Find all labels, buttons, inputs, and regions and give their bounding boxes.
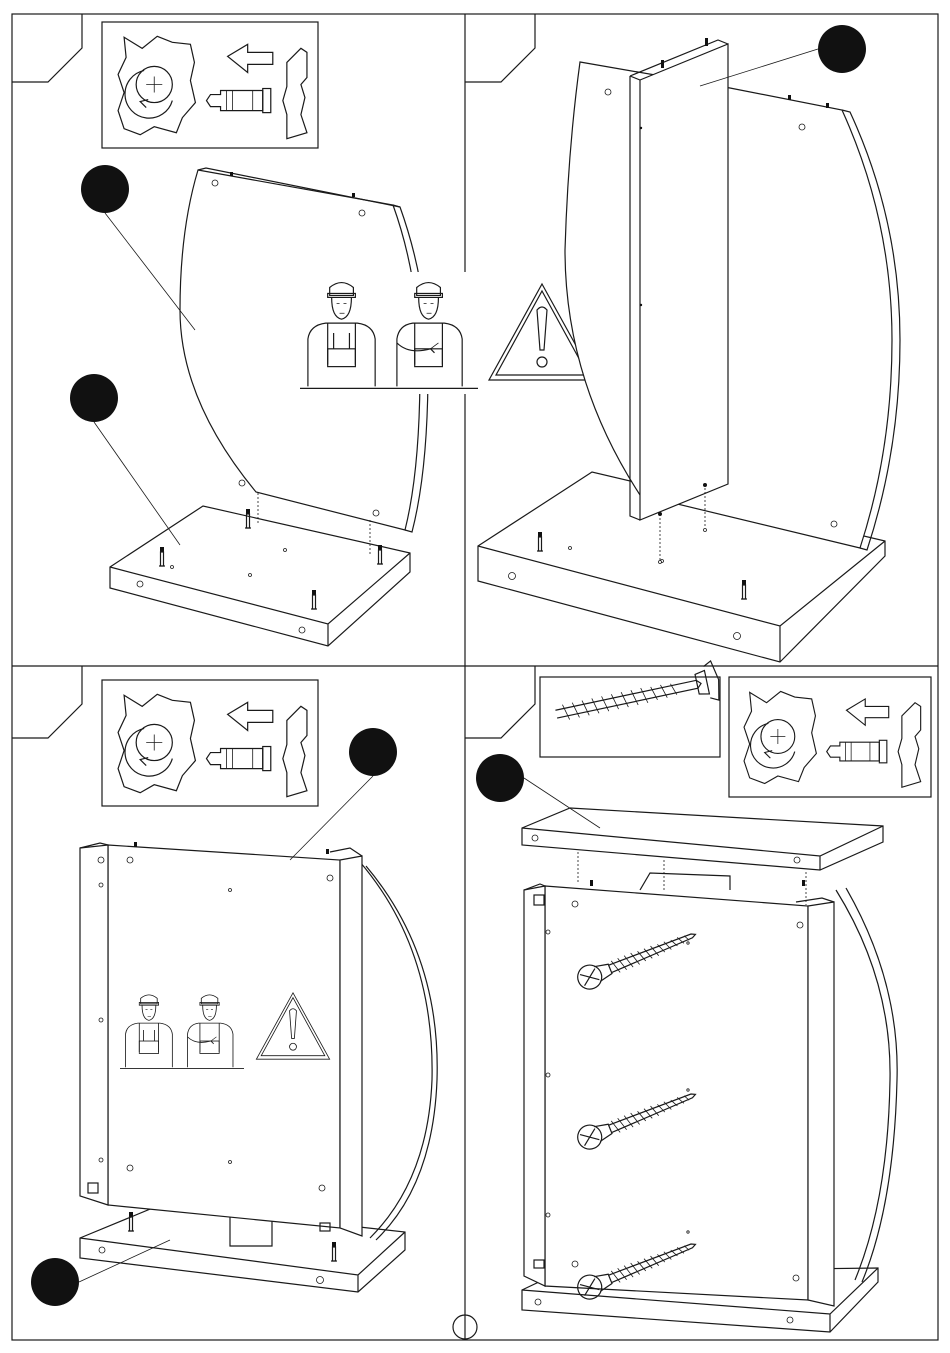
step-2-tab <box>465 14 535 82</box>
screwdriver-turn-icon <box>118 36 307 138</box>
step-1 <box>70 22 478 646</box>
confirmat-screw-icon <box>552 660 723 734</box>
screwdriver-turn-icon <box>118 694 307 796</box>
step-2 <box>478 25 900 662</box>
right-side-panel <box>808 902 834 1306</box>
step-3-tab <box>12 666 82 738</box>
top-panel <box>522 808 883 870</box>
screwdriver-turn-icon <box>744 691 921 787</box>
step-4 <box>476 660 931 1332</box>
right-side-panel <box>340 856 362 1236</box>
callout-4 <box>349 728 397 776</box>
callout-6 <box>476 754 524 802</box>
front-panel <box>545 886 808 1300</box>
left-side-panel <box>524 886 545 1286</box>
base-panel <box>110 506 410 646</box>
callout-5 <box>31 1258 79 1306</box>
callout-3 <box>818 25 866 73</box>
step-1-detail-box <box>102 22 318 148</box>
left-side-panel <box>80 845 108 1205</box>
step-4-detail-box <box>729 677 931 797</box>
callout-1 <box>81 165 129 213</box>
step-3-detail-box <box>102 680 318 806</box>
step-4-tab <box>465 666 535 738</box>
vertical-panel <box>640 44 728 520</box>
callout-2 <box>70 374 118 422</box>
step-3 <box>31 680 437 1306</box>
step-1-tab <box>12 14 82 82</box>
